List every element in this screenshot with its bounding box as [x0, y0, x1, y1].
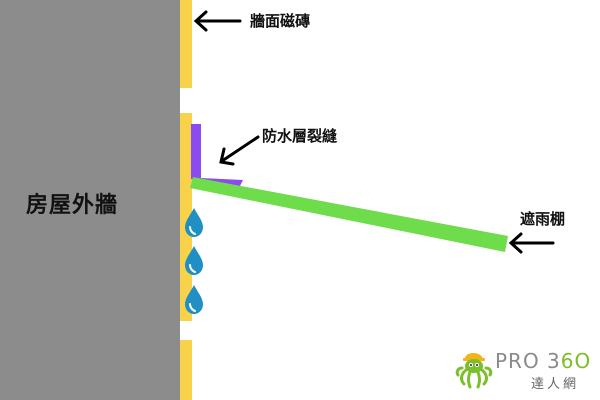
- octopus-mascot-icon: [455, 353, 493, 389]
- tile-label: 牆面磁磚: [250, 12, 311, 30]
- arrow-crack-icon: [219, 135, 260, 166]
- tile-segment-bottom: [180, 340, 192, 400]
- wall-label: 房屋外牆: [26, 193, 119, 218]
- logo-brand-suffix: 6O: [560, 349, 592, 373]
- logo-subtitle: 達人網: [531, 377, 580, 392]
- arrow-tile-icon: [193, 10, 242, 32]
- logo-brand-prefix: PRO 3: [495, 349, 561, 373]
- water-drop-icon: [185, 246, 203, 275]
- pro360-logo: PRO 36O 達人網: [455, 346, 595, 396]
- waterproof-layer-crack: [191, 124, 243, 188]
- crack-label: 防水層裂縫: [262, 127, 338, 145]
- tile-segment-top: [180, 0, 192, 88]
- water-drop-icon: [185, 285, 203, 314]
- house-wall: [0, 0, 180, 400]
- water-drop-icon: [185, 208, 203, 237]
- arrow-canopy-icon: [508, 232, 555, 254]
- logo-brand-text: PRO 36O: [495, 349, 591, 373]
- canopy-bar: [190, 177, 508, 252]
- canopy-label: 遮雨棚: [520, 210, 566, 228]
